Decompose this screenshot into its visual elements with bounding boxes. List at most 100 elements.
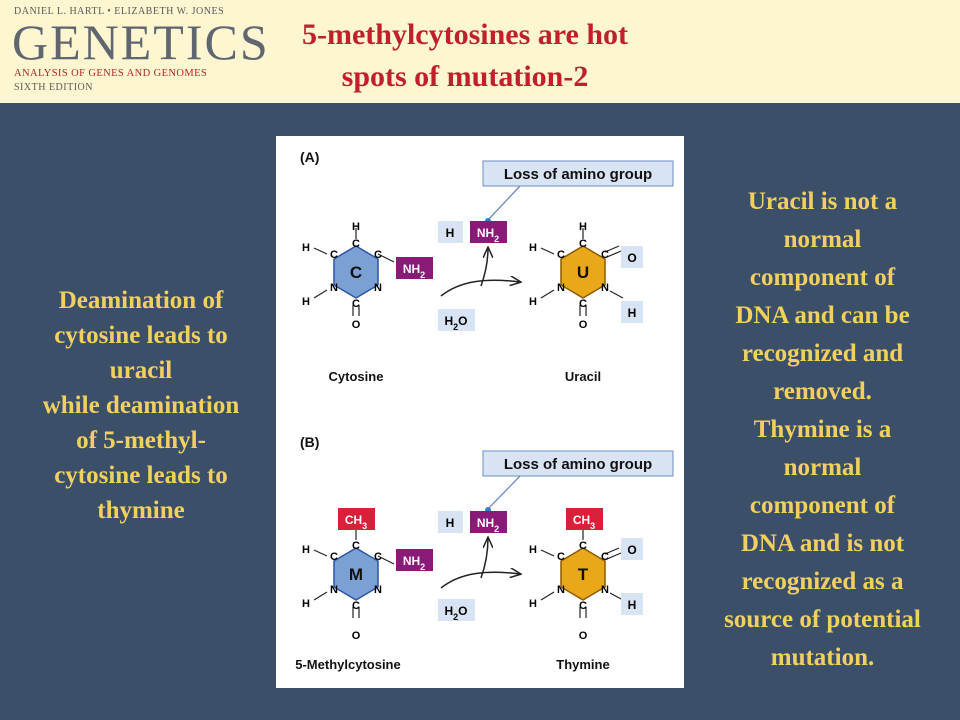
reaction-a: H NH2 H2O xyxy=(438,221,520,332)
callout-box-a xyxy=(482,160,674,187)
atom-h: H xyxy=(302,296,310,308)
reaction-arrow xyxy=(440,280,520,297)
bond xyxy=(313,289,328,299)
atom-c: C xyxy=(330,249,338,261)
atom-h: H xyxy=(529,296,537,308)
amino-group-label: NH2 xyxy=(403,554,425,572)
atom-h: H xyxy=(579,221,587,233)
left-line: while deamination xyxy=(42,392,240,419)
logo-authors: DANIEL L. HARTL • ELIZABETH W. JONES xyxy=(14,6,225,17)
cytosine-ring xyxy=(333,245,379,299)
left-line: cytosine leads to xyxy=(54,462,228,489)
uracil-molecule: U H C C C H N N H C O O H Uracil xyxy=(529,221,643,384)
cytosine-name: Cytosine xyxy=(329,369,384,384)
atom-c: C xyxy=(557,551,565,563)
bond xyxy=(377,555,395,565)
atom-h: H xyxy=(352,221,360,233)
left-line: Deamination of xyxy=(58,287,224,314)
amino-release-arrow xyxy=(480,538,488,579)
uracil-base-letter: U xyxy=(577,263,589,282)
right-line: source of potential xyxy=(724,606,921,633)
amino-group-box xyxy=(396,549,433,571)
right-line: component of xyxy=(749,264,896,291)
atom-h: H xyxy=(302,598,310,610)
hydrogen-box xyxy=(438,511,463,533)
atom-n: N xyxy=(601,282,609,294)
atom-n: N xyxy=(557,282,565,294)
right-line: recognized and xyxy=(741,340,904,367)
right-line: component of xyxy=(749,492,896,519)
released-amino-box xyxy=(470,511,507,533)
callout-box-b xyxy=(482,450,674,477)
released-amino-label: NH2 xyxy=(477,226,499,244)
title-line-1: 5-methylcytosines are hot xyxy=(301,18,629,51)
right-explanation: Uracil is not a normal component of DNA … xyxy=(690,183,955,677)
uracil-ring xyxy=(560,245,606,299)
title-line-2: spots of mutation-2 xyxy=(341,60,589,93)
atom-o: O xyxy=(579,319,588,331)
water-label: H2O xyxy=(444,604,467,622)
atom-c: C xyxy=(352,600,360,612)
methylcytosine-molecule: CH3 M C C C H N N H C O NH2 5-Methylcyto… xyxy=(295,508,433,672)
atom-h: H xyxy=(529,544,537,556)
callout-text-b: Loss of amino group xyxy=(504,456,652,473)
hydrogen-box xyxy=(621,301,643,323)
right-line: Uracil is not a xyxy=(747,188,898,215)
amino-group-label: NH2 xyxy=(403,262,425,280)
right-line: normal xyxy=(783,226,862,253)
water-box xyxy=(438,599,475,621)
right-line: DNA and is not xyxy=(740,530,905,557)
amino-release-arrow xyxy=(480,248,488,287)
hydrogen-label: H xyxy=(628,306,637,320)
callout-text-a: Loss of amino group xyxy=(504,166,652,183)
atom-c: C xyxy=(579,298,587,310)
callout-pointer-a xyxy=(487,185,521,221)
bond xyxy=(604,245,620,253)
oxygen-label: O xyxy=(627,251,636,265)
methylcytosine-base-letter: M xyxy=(349,565,363,584)
released-amino-box xyxy=(470,221,507,243)
bond xyxy=(540,591,555,601)
atom-n: N xyxy=(330,282,338,294)
atom-h: H xyxy=(529,242,537,254)
atom-n: N xyxy=(557,584,565,596)
thymine-molecule: CH3 T C C C H N N H C O O H Thymine xyxy=(529,508,643,672)
cytosine-base-letter: C xyxy=(350,263,362,282)
panel-b-label: (B) xyxy=(300,434,319,450)
atom-n: N xyxy=(330,584,338,596)
oxygen-label: O xyxy=(627,543,636,557)
atom-c: C xyxy=(352,238,360,250)
methyl-group-box xyxy=(338,508,375,530)
reaction-arrow xyxy=(440,572,520,589)
left-explanation: Deamination of cytosine leads to uracil … xyxy=(6,283,276,528)
atom-c: C xyxy=(579,540,587,552)
header-banner: DANIEL L. HARTL • ELIZABETH W. JONES GEN… xyxy=(0,0,960,103)
atom-c: C xyxy=(352,298,360,310)
atom-c: C xyxy=(330,551,338,563)
released-amino-label: NH2 xyxy=(477,516,499,534)
atom-h: H xyxy=(302,242,310,254)
amino-group-box xyxy=(396,257,433,279)
bond xyxy=(377,253,395,263)
atom-o: O xyxy=(352,319,361,331)
panel-a-label: (A) xyxy=(300,149,319,165)
atom-h: H xyxy=(302,544,310,556)
bond xyxy=(313,591,328,601)
thymine-name: Thymine xyxy=(556,657,609,672)
uracil-name: Uracil xyxy=(565,369,601,384)
right-line: removed. xyxy=(773,378,872,405)
right-line: mutation. xyxy=(770,644,875,671)
atom-n: N xyxy=(374,282,382,294)
reaction-b: H NH2 H2O xyxy=(438,511,520,622)
bond xyxy=(540,549,555,557)
bond xyxy=(609,290,624,299)
atom-c: C xyxy=(352,540,360,552)
cytosine-molecule: C H C C C H N N H C O NH2 Cytosine xyxy=(302,221,433,384)
bond xyxy=(540,247,555,255)
atom-n: N xyxy=(601,584,609,596)
hydrogen-label: H xyxy=(446,516,455,530)
hydrogen-box xyxy=(438,221,463,243)
left-line: of 5-methyl- xyxy=(76,427,206,454)
water-box xyxy=(438,309,475,331)
atom-o: O xyxy=(352,630,361,642)
